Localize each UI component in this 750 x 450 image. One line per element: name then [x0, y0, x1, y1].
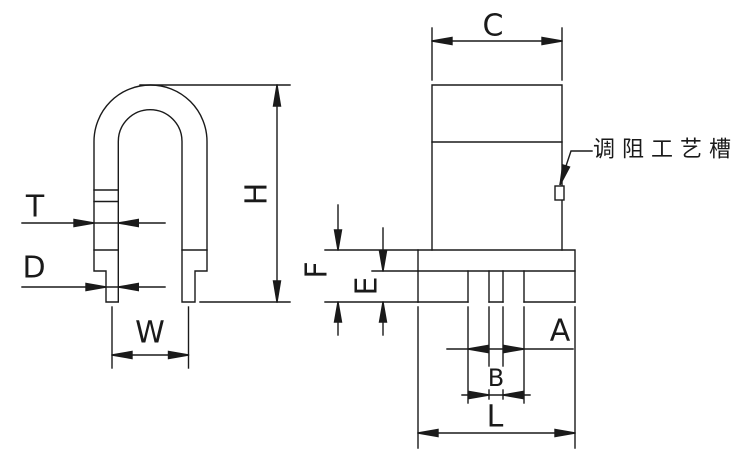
dim-l-label: L [487, 400, 504, 435]
dimension-C: C [431, 9, 563, 81]
dim-t-arrow-right [118, 218, 139, 228]
dim-h-label: H [240, 183, 275, 206]
dim-l-arrow-right [554, 428, 576, 438]
dim-b-arrow-right [502, 390, 524, 400]
dim-f-label: F [300, 261, 335, 278]
dim-f-arrow-bottom [333, 301, 343, 323]
dim-t-arrow-left [73, 218, 95, 228]
groove-callout: 调阻工艺槽 [559, 138, 738, 186]
dim-h-arrow-bottom [272, 280, 282, 303]
groove-note-label: 调阻工艺槽 [593, 138, 738, 163]
dimension-L: L [417, 306, 576, 449]
dim-e-label: E [350, 277, 385, 296]
dim-l-arrow-left [417, 428, 439, 438]
dim-w-label: W [135, 316, 165, 351]
dim-c-label: C [483, 9, 504, 44]
dimension-A: A [446, 306, 574, 404]
drawing-root: T D W H [21, 9, 738, 449]
dim-d-arrow-left [85, 282, 107, 292]
dimension-D: D [21, 251, 166, 292]
dimension-E: E [350, 227, 419, 336]
component-front-view [417, 84, 576, 303]
body-outline [431, 84, 563, 251]
dimension-B: B [461, 306, 531, 400]
dim-c-arrow-right [541, 36, 563, 46]
flange-outline [417, 249, 576, 303]
dim-e-arrow-bottom [378, 301, 388, 323]
dim-f-arrow-top [333, 229, 343, 251]
u-element-band-lines [93, 189, 119, 203]
dim-b-label: B [488, 364, 504, 392]
dim-a-label: A [550, 314, 571, 349]
dim-w-arrow-right [167, 350, 189, 360]
dimension-W: W [111, 306, 190, 369]
dim-c-arrow-left [431, 36, 453, 46]
dim-b-arrow-left [468, 390, 490, 400]
u-element-view [93, 84, 208, 303]
dimension-H: H [139, 84, 291, 303]
dim-d-arrow-right [118, 282, 139, 292]
groove-leader-arrow [559, 163, 571, 186]
trim-groove [554, 185, 565, 201]
dim-a-arrow-right [503, 344, 525, 354]
dim-t-label: T [25, 190, 45, 225]
dim-a-arrow-left [467, 344, 489, 354]
dim-e-arrow-top [378, 250, 388, 272]
slot-walls [467, 270, 525, 303]
dimension-F: F [300, 204, 419, 336]
dimension-T: T [21, 190, 166, 228]
dim-w-arrow-left [111, 350, 133, 360]
u-element-outline [93, 84, 208, 303]
dim-h-arrow-top [272, 84, 282, 107]
dim-d-label: D [22, 251, 45, 286]
